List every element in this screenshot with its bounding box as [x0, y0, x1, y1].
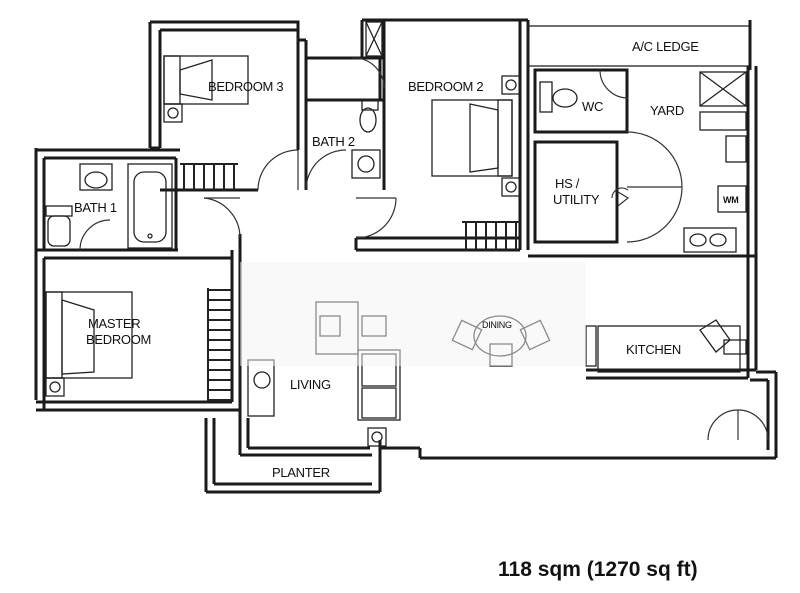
label-kitchen: KITCHEN [626, 342, 681, 357]
label-dining: DINING [482, 320, 512, 330]
area-caption: 118 sqm (1270 sq ft) [498, 558, 698, 581]
label-hs-utility-1: HS / [555, 176, 580, 191]
label-master-1: MASTER [88, 316, 140, 331]
wardrobes [180, 163, 520, 402]
label-master-2: BEDROOM [86, 332, 151, 347]
label-wm: WM [723, 195, 738, 205]
room-labels: BEDROOM 3 BEDROOM 2 A/C LEDGE WC YARD BA… [74, 39, 739, 480]
watermark-band [240, 262, 586, 366]
label-bedroom2: BEDROOM 2 [408, 79, 483, 94]
label-bath2: BATH 2 [312, 134, 355, 149]
label-bedroom3: BEDROOM 3 [208, 79, 283, 94]
label-wc: WC [582, 99, 603, 114]
door-swings [79, 57, 769, 441]
label-living: LIVING [290, 377, 331, 392]
label-planter: PLANTER [272, 465, 330, 480]
walls [34, 18, 778, 494]
label-hs-utility-2: UTILITY [553, 192, 600, 207]
label-ac-ledge: A/C LEDGE [632, 39, 699, 54]
label-bath1: BATH 1 [74, 200, 117, 215]
label-yard: YARD [650, 103, 684, 118]
